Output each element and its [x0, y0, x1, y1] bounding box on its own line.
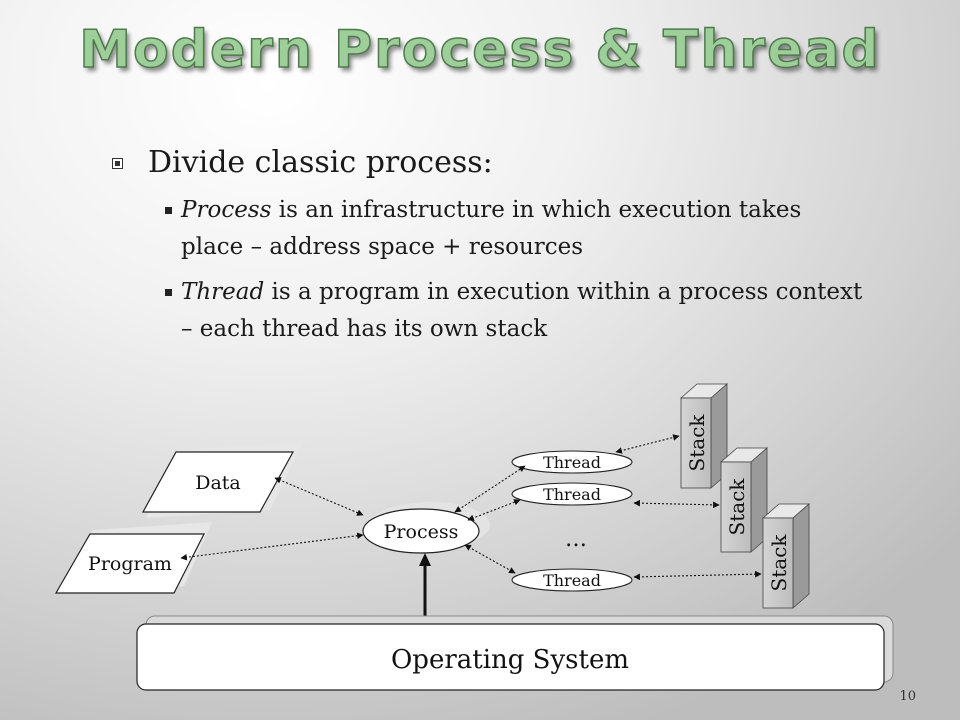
thread-node: Thread	[511, 482, 633, 506]
thread-stack-connector	[633, 570, 762, 581]
small-square-bullet-icon	[165, 207, 172, 214]
stack-box: Stack	[679, 383, 729, 489]
process-thread-connector	[464, 544, 516, 574]
data-process-connector	[274, 477, 364, 516]
square-bullet-icon	[112, 158, 123, 169]
os-label: Operating System	[391, 645, 629, 675]
sub-bullet-thread: Thread is a program in execution within …	[165, 274, 868, 348]
thread-label: Thread	[543, 485, 601, 504]
program-label: Program	[88, 553, 172, 575]
stack-label: Stack	[767, 534, 791, 592]
slide-title: Modern Process & Thread	[79, 19, 881, 81]
thread-label: Thread	[543, 453, 601, 472]
ellipsis-label: …	[565, 527, 587, 552]
term-thread: Thread	[181, 279, 265, 305]
program-shape: Program	[54, 522, 212, 594]
sub-bullet-text: is a program in execution within a proce…	[181, 279, 863, 342]
process-thread-connector	[467, 499, 521, 521]
data-shape: Data	[141, 442, 303, 518]
main-bullet-text: Divide classic process:	[148, 145, 493, 180]
process-node: Process	[362, 502, 490, 554]
thread-label: Thread	[543, 571, 601, 590]
page-number: 10	[899, 689, 916, 704]
stack-label: Stack	[725, 478, 749, 536]
thread-stack-connector	[615, 434, 680, 454]
process-label: Process	[384, 521, 459, 543]
stack-label: Stack	[685, 414, 709, 472]
thread-stack-connector	[633, 499, 720, 509]
stack-box: Stack	[761, 503, 811, 609]
operating-system-box: Operating System	[136, 615, 894, 691]
thread-node: Thread	[511, 568, 633, 592]
sub-bullet-process: Process is an infrastructure in which ex…	[165, 192, 868, 266]
term-process: Process	[181, 197, 272, 223]
program-process-connector	[180, 532, 364, 561]
process-thread-connector	[454, 465, 526, 513]
bullet-list: Divide classic process: Process is an in…	[108, 145, 868, 356]
os-process-arrowhead	[419, 553, 431, 566]
main-bullet: Divide classic process:	[108, 145, 868, 180]
stack-box: Stack	[719, 447, 769, 553]
thread-node: Thread	[511, 450, 633, 474]
data-label: Data	[195, 472, 241, 494]
small-square-bullet-icon	[165, 289, 172, 296]
sub-bullet-text: is an infrastructure in which execution …	[181, 197, 802, 260]
